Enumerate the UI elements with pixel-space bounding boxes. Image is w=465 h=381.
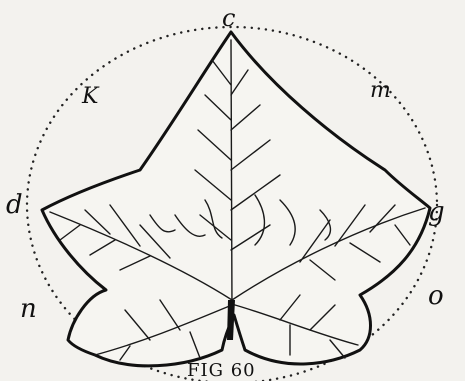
figure-caption: FIG 60 xyxy=(187,360,256,381)
label-m: m xyxy=(370,78,391,103)
label-n: n xyxy=(20,294,37,324)
label-g: g xyxy=(428,197,445,227)
label-o: o xyxy=(428,281,444,311)
label-K: K xyxy=(81,84,100,109)
label-c: c xyxy=(222,4,235,32)
label-d: d xyxy=(6,190,23,220)
